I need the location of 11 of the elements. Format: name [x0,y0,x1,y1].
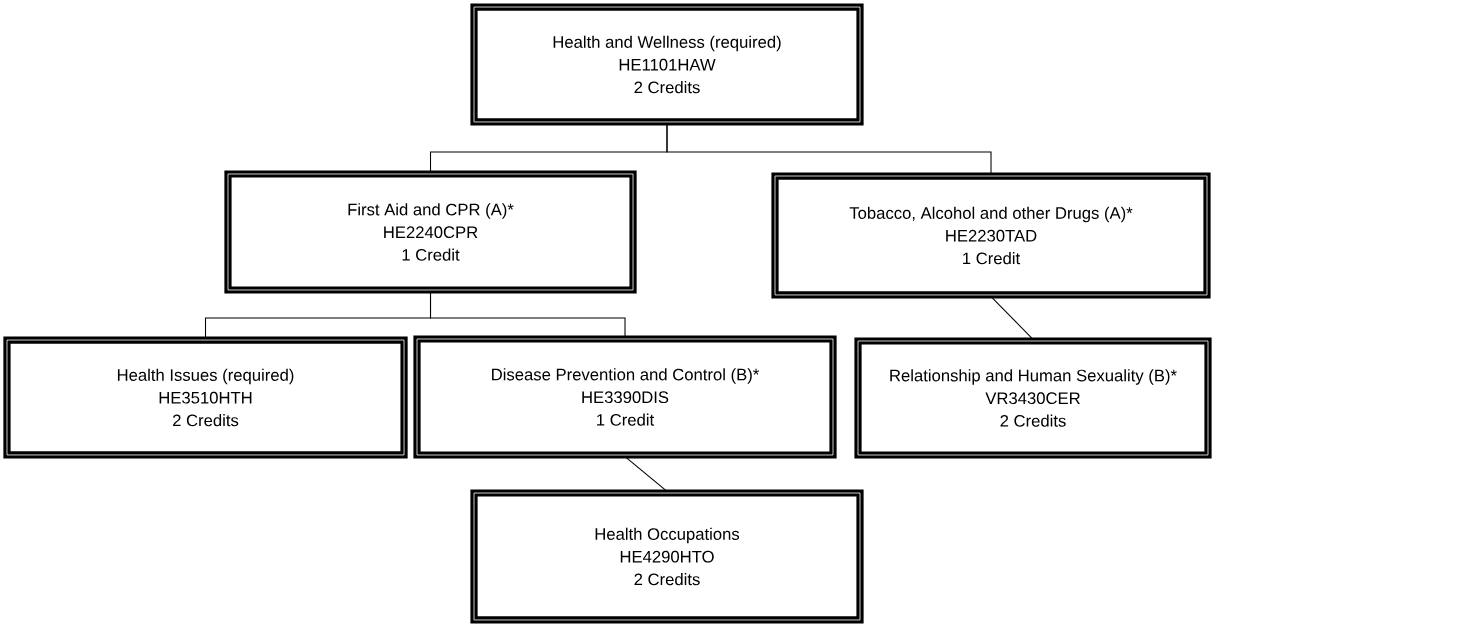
course-box: Relationship and Human Sexuality (B)* VR3430CER 2 Credits [854,337,1212,459]
course-box: First Aid and CPR (A)* HE2240CPR 1 Credit [224,170,637,294]
connector-line [990,296,1034,340]
course-box: Tobacco, Alcohol and other Drugs (A)* HE2230TAD 1 Credit [771,172,1211,299]
course-box: Health Occupations HE4290HTO 2 Credits [470,489,864,624]
course-box: Disease Prevention and Control (B)* HE3390DIS 1 Credit [413,335,837,459]
course-box: Health and Wellness (required) HE1101HAW 2 Credits [470,3,864,126]
connector-line [429,291,626,338]
course-box: Health Issues (required) HE3510HTH 2 Credits [3,336,408,459]
connector-line [666,123,992,175]
connector-line [624,456,668,492]
